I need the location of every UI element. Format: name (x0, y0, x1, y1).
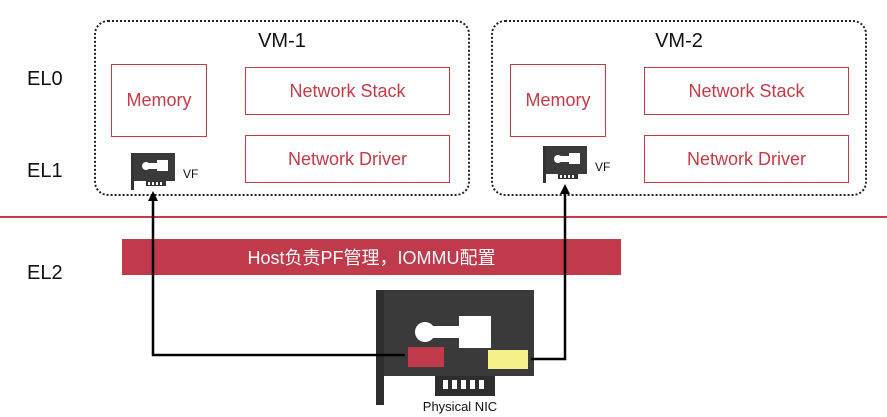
el0-label: EL0 (27, 68, 63, 90)
vm-2-network-driver-box: Network Driver (644, 135, 849, 183)
physical-nic-label: Physical NIC (422, 399, 498, 414)
vm-1-memory-box: Memory (111, 64, 207, 137)
vm-2-memory-box: Memory (510, 64, 606, 137)
vm-2-vf-card-icon (543, 146, 587, 183)
vm-2-vf-path-arrow (531, 184, 570, 361)
vm-1-container (94, 20, 470, 196)
physical-nic-icon (376, 290, 534, 405)
vm-1-title: VM-1 (258, 30, 306, 52)
vm-1-vf-path-arrow (148, 191, 405, 357)
vm-2-vf-label: VF (595, 160, 611, 174)
vm-1-vf-label: VF (183, 167, 199, 181)
el2-label: EL2 (27, 262, 63, 284)
vm-1-network-stack-box: Network Stack (245, 67, 450, 115)
vm-2-container (491, 20, 867, 196)
host-pf-iommu-bar: Host负责PF管理，IOMMU配置 (122, 239, 621, 275)
el2-separator-line (0, 216, 887, 218)
el1-label: EL1 (27, 160, 63, 182)
vm-2-title: VM-2 (655, 30, 703, 52)
vm-1-vf-card-icon (131, 153, 175, 190)
vm-2-network-stack-box: Network Stack (644, 67, 849, 115)
vm-1-network-driver-box: Network Driver (245, 135, 450, 183)
